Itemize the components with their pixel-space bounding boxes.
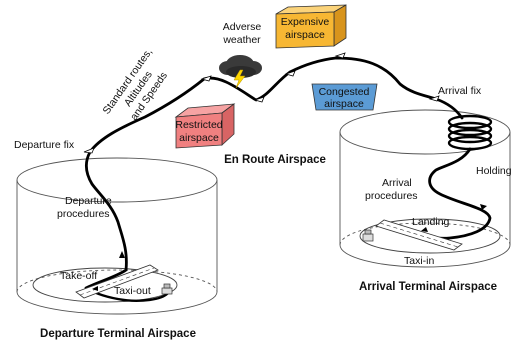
- airplane-icon: [334, 52, 346, 59]
- storm-cloud-icon: [219, 55, 262, 78]
- adverse-weather-label-1: Adverse: [223, 21, 262, 33]
- arrival-route: [388, 147, 492, 240]
- expensive-airspace-label-1: Expensive: [281, 16, 330, 28]
- arrival-procedures-label-1: Arrival: [382, 177, 412, 189]
- holding-label: Holding: [476, 165, 512, 177]
- restricted-airspace-box: [174, 103, 236, 149]
- arrival-procedures-label-2: procedures: [365, 190, 418, 202]
- arrival-terminal-cylinder: [339, 109, 511, 268]
- route-arrow: [92, 286, 98, 291]
- restricted-airspace-label-1: Restricted: [175, 119, 222, 131]
- take-off-label: Take-off: [60, 270, 97, 282]
- route-arrow: [480, 204, 487, 210]
- arrival-terminal-title: Arrival Terminal Airspace: [359, 281, 497, 293]
- terminal-building-icon: [161, 283, 173, 295]
- expensive-airspace-label-2: airspace: [285, 29, 325, 41]
- standard-routes-label: Standard routes, Altitudes and Speeds: [101, 46, 170, 123]
- airplane-icon: [200, 75, 212, 82]
- taxi-out-label: Taxi-out: [114, 285, 151, 297]
- arrival-fix-label: Arrival fix: [438, 85, 482, 97]
- congested-airspace-label-2: airspace: [324, 98, 364, 110]
- congested-airspace-label-1: Congested: [319, 86, 370, 98]
- airplane-icon: [253, 96, 265, 103]
- arrival-runway: [375, 219, 463, 251]
- departure-procedures-label-1: Departure: [65, 195, 112, 207]
- airplane-icon: [428, 95, 440, 102]
- adverse-weather-label-2: weather: [222, 34, 261, 46]
- expensive-airspace-box: [275, 4, 347, 49]
- en-route-airspace-title: En Route Airspace: [224, 154, 326, 166]
- route-arrow: [119, 251, 125, 258]
- taxi-in-label: Taxi-in: [404, 255, 435, 267]
- landing-label: Landing: [412, 216, 450, 228]
- airplane-icon: [83, 147, 95, 154]
- departure-procedures-label-2: procedures: [57, 208, 110, 220]
- lightning-icon: [233, 69, 246, 89]
- route-arrow: [421, 227, 428, 232]
- departure-terminal-cylinder: [16, 157, 218, 315]
- departure-terminal-title: Departure Terminal Airspace: [40, 328, 196, 340]
- terminal-building-icon: [362, 229, 374, 242]
- restricted-airspace-label-2: airspace: [179, 132, 219, 144]
- airplane-icon: [284, 70, 296, 77]
- congested-airspace-box: [311, 83, 378, 111]
- departure-fix-label: Departure fix: [14, 139, 75, 151]
- holding-pattern: [447, 114, 493, 151]
